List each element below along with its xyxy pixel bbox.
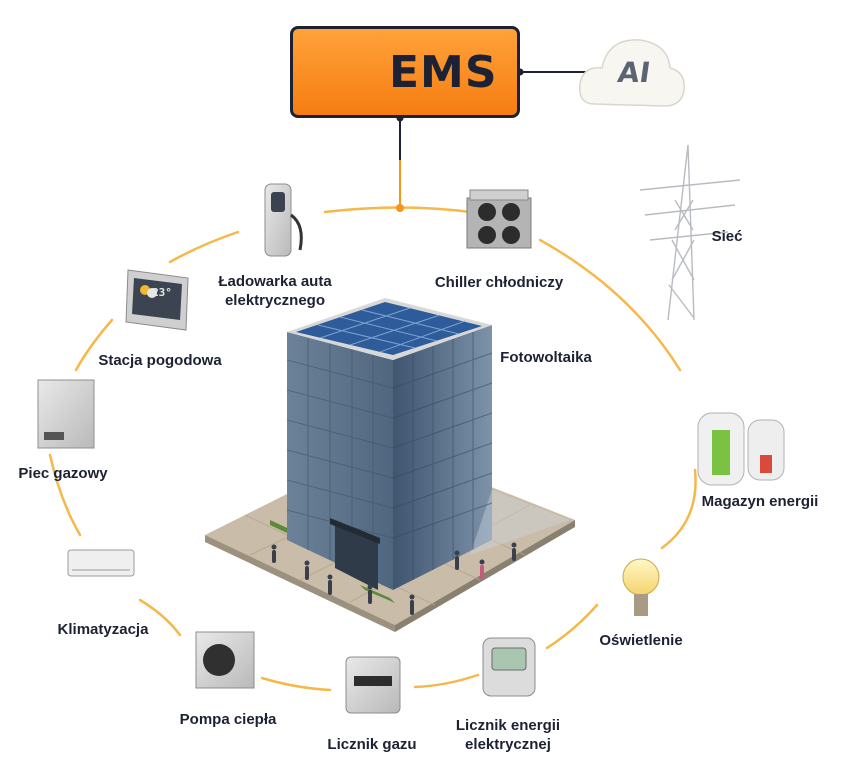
ems-box: EMS [290,26,520,118]
air-conditioner-icon [67,549,135,577]
heat-pump-icon [195,631,255,689]
charger-label: Ładowarka auta elektrycznego [218,272,331,310]
pv-label: Fotowoltaika [500,349,592,366]
weather-station-icon [125,269,189,331]
ai-label: AI [615,56,653,89]
chiller-icon [466,189,532,249]
power-tower-icon [639,144,741,321]
storage-label: Magazyn energii [701,493,819,510]
ai-cloud-icon [579,39,685,107]
electricity-meter-icon [482,637,536,697]
power-meter-label-line2: elektrycznej [465,736,551,753]
connection-ring [48,206,697,692]
ems-title: EMS [389,47,498,98]
chiller-label: Chiller chłodniczy [434,274,564,291]
heat-pump-label: Pompa ciepła [179,711,277,728]
power-meter-label: Licznik energii elektrycznej [456,716,560,754]
ring-junction-dot [396,204,404,212]
gas-meter-label: Licznik gazu [327,736,417,753]
gas-furnace-icon [37,379,95,449]
power-meter-label-line1: Licznik energii [455,717,561,734]
charger-label-line1: Ładowarka auta [218,273,332,290]
battery-storage-icon [697,412,785,486]
light-bulb-icon [622,558,660,616]
ev-charger-icon [264,183,303,257]
weather-station-label: Stacja pogodowa [98,352,222,369]
grid-label: Sieć [711,228,743,245]
charger-label-line2: elektrycznego [224,292,326,309]
weather-station-display-text: 23° [152,286,172,299]
gas-furnace-label: Piec gazowy [18,465,108,482]
lighting-label: Oświetlenie [599,632,683,649]
office-building [205,298,575,632]
ems-connector [396,114,404,206]
gas-meter-icon [345,656,401,714]
ac-label: Klimatyzacja [57,621,149,638]
